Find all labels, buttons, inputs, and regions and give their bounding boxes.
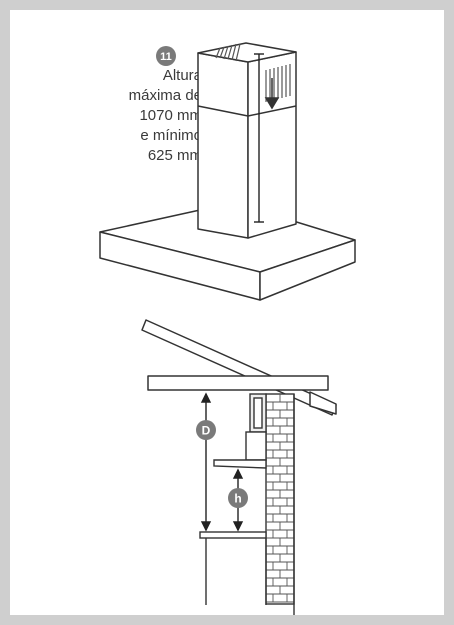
dimension-d-badge: D [196,420,216,440]
chimney-top [197,42,297,63]
roof-drawing [141,319,337,416]
dimension-d-line [200,392,212,532]
caption-line-2: máxima de [128,87,202,104]
hood-side-view [213,393,267,469]
instruction-sheet: Altura máxima de 1070 mm e mínimo 625 mm [10,10,444,615]
vent-grille-left [215,43,241,62]
caption-line-3: 1070 mm [139,107,202,124]
label-h: h [234,492,241,506]
cooktop-cabinet [199,531,267,605]
slide-down-arrow [264,78,280,110]
chimney-joint [197,105,297,117]
hood-canopy-side [259,239,356,301]
caption-line-4: e mínimo [140,127,202,144]
step-badge-number: 11 [160,51,172,63]
brick-wall [265,393,295,615]
caption-line-5: 625 mm [147,147,202,164]
step-badge: 11 [156,46,176,66]
vent-grille-right [265,64,291,102]
height-dimension-line [254,53,264,223]
label-d: D [202,424,211,438]
chimney-front [197,52,249,239]
dimension-h-badge: h [228,488,248,508]
chimney-hood-drawing [99,42,356,301]
caption-line-1: Altura [162,67,202,84]
installation-diagram: 11 [99,42,356,615]
